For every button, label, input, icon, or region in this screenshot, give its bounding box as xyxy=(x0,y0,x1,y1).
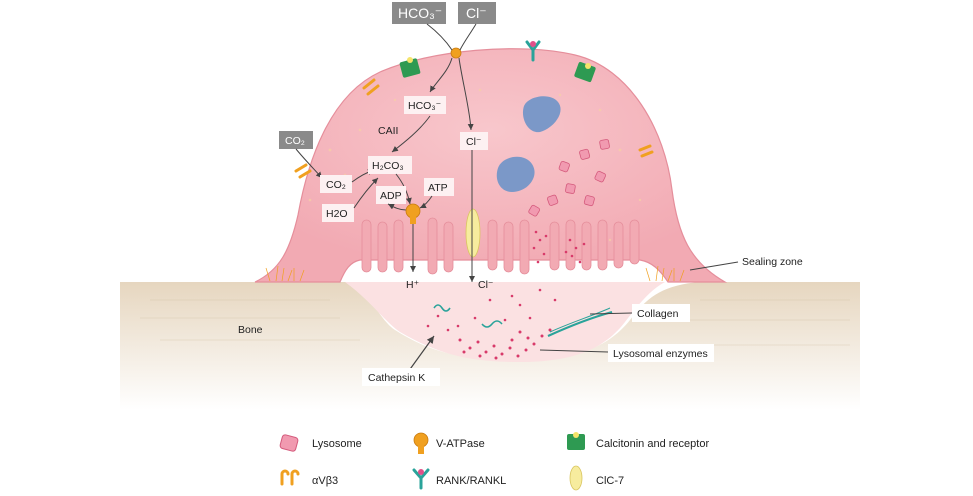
adp-arrow xyxy=(387,203,407,211)
co2-outer-label: CO₂ xyxy=(285,135,305,147)
cl-in-arrow xyxy=(459,23,477,51)
enzymes-leader xyxy=(539,349,609,353)
legend-label-rank: RANK/RANKL xyxy=(436,475,506,487)
lysosome-icon xyxy=(279,434,299,452)
resorption-lacuna xyxy=(345,282,665,362)
hco3-inner-box xyxy=(404,96,446,114)
rank-rankl xyxy=(525,40,541,62)
legend: Lysosome V-ATPase Calcitonin and recepto… xyxy=(279,432,709,491)
enzyme-dots-cell xyxy=(532,230,586,264)
atp-label: ATP xyxy=(428,182,448,194)
co2-inner-box xyxy=(320,175,352,193)
lysosomal-enzyme-dots xyxy=(426,288,557,360)
co2-inner-label: CO₂ xyxy=(326,179,346,191)
cl-box xyxy=(458,2,496,24)
adp-label: ADP xyxy=(380,190,402,202)
cathepsin-k-label: Cathepsin K xyxy=(368,372,425,384)
atp-box xyxy=(424,178,454,196)
v-atpase-icon xyxy=(413,432,429,454)
h2co3-label: H₂CO₃ xyxy=(372,160,404,172)
osteoclast-cell xyxy=(254,48,728,283)
legend-label-v-atpase: V-ATPase xyxy=(436,438,485,450)
integrin-icon xyxy=(280,469,300,486)
enzymes-box xyxy=(608,344,714,362)
sealing-zone-label: Sealing zone xyxy=(742,256,803,268)
hco3-inner-label: HCO₃⁻ xyxy=(408,100,441,112)
rank-rankl-icon xyxy=(412,468,430,490)
h2o-arrow xyxy=(353,177,379,209)
lysosomal-enzymes-label: Lysosomal enzymes xyxy=(613,348,708,360)
hco3-box xyxy=(392,2,446,24)
clc7-channel xyxy=(465,208,481,258)
cathepsin-k-arrow xyxy=(407,335,435,373)
ruffled-border xyxy=(361,217,640,275)
hco3-down-arrow xyxy=(429,57,453,93)
atp-arrow xyxy=(419,195,433,209)
cl-inner-label: Cl⁻ xyxy=(466,136,481,148)
legend-label-lysosome: Lysosome xyxy=(312,438,362,450)
legend-label-clc7: ClC-7 xyxy=(596,475,624,487)
h2o-label: H2O xyxy=(326,208,348,220)
cathepsin-k-box xyxy=(362,368,440,386)
lysosome-cluster xyxy=(528,139,610,217)
calcitonin-receptor xyxy=(399,57,421,78)
collagen-leader xyxy=(589,312,633,315)
cl-inner-box xyxy=(460,132,488,150)
hco3-top-label: HCO₃⁻ xyxy=(398,5,442,21)
caii-label: CAII xyxy=(378,125,398,137)
nucleus xyxy=(496,156,535,192)
h2o-box xyxy=(322,204,354,222)
cl-down-arrow xyxy=(458,57,474,131)
co2-outer-box xyxy=(279,131,313,149)
sealing-zone-actin xyxy=(265,265,685,282)
legend-label-calcitonin: Calcitonin and receptor xyxy=(596,438,709,450)
h-plus-label: H⁺ xyxy=(406,279,419,291)
clc7-icon xyxy=(569,465,583,491)
v-atpase xyxy=(405,203,421,224)
collagen-box xyxy=(632,304,690,322)
integrin-avb3 xyxy=(638,144,654,158)
hco3-in-arrow xyxy=(426,23,453,51)
cl-top-label: Cl⁻ xyxy=(466,5,487,21)
bone-label: Bone xyxy=(238,324,263,336)
hco3-to-caii-arrow xyxy=(391,115,431,153)
integrin-avb3 xyxy=(294,163,312,179)
calcitonin-receptor-icon xyxy=(567,432,585,450)
nucleus xyxy=(522,96,561,133)
adp-box xyxy=(376,186,406,204)
legend-label-integrin: αVβ3 xyxy=(312,475,338,487)
cl-lacuna-label: Cl⁻ xyxy=(478,279,493,291)
integrin-avb3 xyxy=(362,78,380,96)
collagen-label: Collagen xyxy=(637,308,679,320)
calcitonin-receptor xyxy=(574,61,596,83)
anion-exchanger xyxy=(450,47,462,59)
sealing-zone-leader xyxy=(689,261,739,271)
h2co3-box xyxy=(368,156,412,174)
